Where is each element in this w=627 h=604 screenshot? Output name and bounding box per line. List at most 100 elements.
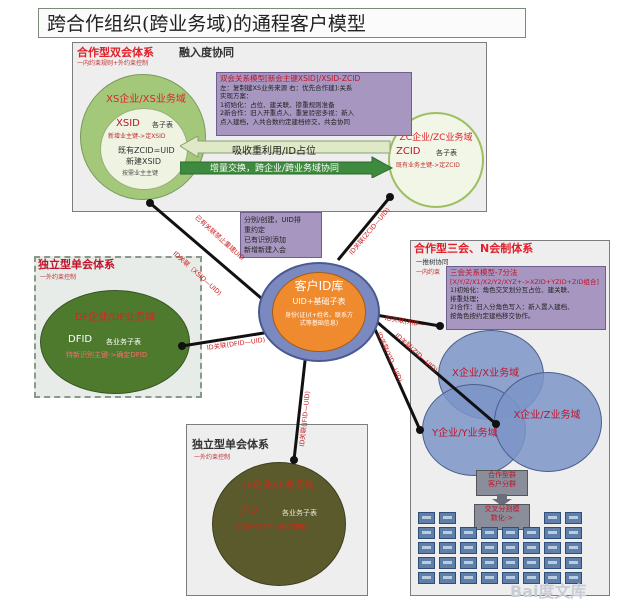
jf-id-desc: 各业务子表 bbox=[282, 509, 317, 517]
right-model-box: 三会关系模型-7分法 [X/Y/Z/X1/X2/Y2/XYZ+->XZID+YZ… bbox=[446, 266, 606, 330]
right-model-line: 排重处理； bbox=[450, 294, 483, 303]
bottom-panel-note: 一外约束控制 bbox=[194, 454, 231, 461]
server-icon bbox=[460, 557, 477, 569]
center-circle bbox=[272, 272, 366, 352]
server-icon bbox=[439, 557, 456, 569]
df-line1: 特新识别主键->确定DFID bbox=[66, 351, 148, 359]
middle-note-box: 分别/创建，UID排 重约定 已有识别添加 新增新建入会 bbox=[240, 212, 322, 258]
venn-x-label: X企业/X业务域 bbox=[452, 368, 520, 379]
arrow-top-label: 吸收重利用/ID占位 bbox=[232, 146, 317, 157]
server-icon bbox=[523, 557, 540, 569]
server-icon bbox=[544, 572, 561, 584]
server-icon bbox=[460, 527, 477, 539]
middle-note-line: 重约定 bbox=[244, 226, 265, 234]
server-grid bbox=[418, 510, 588, 592]
server-icon bbox=[418, 512, 435, 524]
right-model-line: [X/Y/Z/X1/X2/Y2/XYZ+->XZID+YZID+ZID组合] bbox=[450, 277, 599, 286]
xs-line2: 既有ZCID=UID bbox=[118, 146, 175, 155]
venn-y-label: Y企业/Y业务域 bbox=[432, 428, 498, 439]
zc-circle-title: ZC企业/ZC业务域 bbox=[399, 133, 473, 143]
right-model-line: 按角色按约定建档移交协作。 bbox=[450, 311, 535, 320]
jf-id-label: JFID bbox=[240, 506, 258, 516]
jf-circle-title: JF企业/JF业务域 bbox=[243, 480, 315, 491]
server-icon bbox=[460, 572, 477, 584]
server-icon bbox=[418, 557, 435, 569]
xs-circle-title: XS企业/XS业务域 bbox=[106, 94, 186, 105]
right-panel-note1: 一推树协同 bbox=[416, 258, 449, 266]
middle-note-line: 已有识别添加 bbox=[244, 236, 286, 244]
top-panel-subtitle: 融入度协同 bbox=[179, 46, 234, 59]
right-panel-note2: 一内约束 bbox=[416, 269, 441, 276]
center-title: 客户ID库 bbox=[294, 279, 344, 293]
xs-id-label: XSID bbox=[116, 118, 140, 129]
top-model-box: 双会关系模型[新会主键XSID]/XSID-ZCID 左：复制建XS业务来源 右… bbox=[216, 72, 412, 136]
zc-line1: 既有业务主键->定ZCID bbox=[396, 162, 460, 169]
df-circle bbox=[40, 290, 190, 394]
top-model-line: 实现方案： bbox=[220, 92, 253, 100]
right-panel-title: 合作型三会、N会制体系 bbox=[414, 242, 534, 255]
jf-circle bbox=[212, 462, 346, 586]
server-icon bbox=[565, 557, 582, 569]
right-model-line: 2)合作：旧入分角色写入：新入置入建档、 bbox=[450, 303, 574, 311]
server-icon bbox=[439, 527, 456, 539]
df-id-desc: 各业务子表 bbox=[106, 338, 141, 346]
server-icon bbox=[481, 572, 498, 584]
center-subtitle: UID+基础子表 bbox=[292, 297, 346, 306]
server-icon bbox=[481, 542, 498, 554]
venn-z-circle bbox=[494, 372, 602, 472]
left-panel-note: 一外约束控制 bbox=[40, 274, 77, 281]
zc-id-label: ZCID bbox=[396, 146, 421, 157]
left-panel-title: 独立型单会体系 bbox=[38, 258, 115, 271]
server-icon bbox=[502, 572, 519, 584]
middle-note-line: 分别/创建，UID排 bbox=[244, 216, 301, 224]
cross-box-line: 数化-> bbox=[490, 514, 514, 522]
arrow-bottom-label: 增量交换，跨企业/跨业务域协同 bbox=[210, 164, 340, 174]
xs-id-desc: 各子表 bbox=[152, 121, 173, 129]
server-icon bbox=[565, 527, 582, 539]
server-icon bbox=[439, 542, 456, 554]
zc-id-desc: 各子表 bbox=[436, 149, 457, 157]
watermark: Bai度文库 bbox=[510, 582, 587, 601]
server-icon bbox=[502, 557, 519, 569]
customer-box: 合作型群 客户分群 bbox=[476, 470, 528, 496]
df-circle-title: DF企业/DF业务域 bbox=[74, 312, 156, 323]
server-icon bbox=[439, 512, 456, 524]
down-arrow-1 bbox=[492, 494, 512, 506]
top-model-header: 双会关系模型[新会主键XSID]/XSID-ZCID bbox=[220, 74, 361, 83]
server-icon bbox=[481, 557, 498, 569]
server-icon bbox=[544, 557, 561, 569]
top-arrows bbox=[180, 136, 394, 178]
server-icon bbox=[481, 527, 498, 539]
server-icon bbox=[565, 572, 582, 584]
top-panel-note: 一内约束规则+外约束控制 bbox=[77, 60, 149, 67]
top-model-line: 点入建档，入共合数约定建档修交，共会协同 bbox=[220, 117, 350, 126]
server-icon bbox=[502, 527, 519, 539]
venn-z-label: X企业/Z业务域 bbox=[513, 410, 581, 421]
page-title: 跨合作组织(跨业务域)的通程客户模型 bbox=[38, 8, 526, 38]
top-panel-title: 合作型双会体系 bbox=[77, 46, 154, 59]
xs-line3: 新建XSID bbox=[126, 157, 162, 166]
server-icon bbox=[418, 542, 435, 554]
cross-box-line: 交叉分割模 bbox=[484, 505, 520, 513]
server-icon bbox=[439, 572, 456, 584]
server-icon bbox=[418, 572, 435, 584]
server-icon bbox=[418, 527, 435, 539]
server-icon bbox=[544, 542, 561, 554]
server-icon bbox=[460, 542, 477, 554]
customer-box-line: 合作型群 bbox=[488, 471, 516, 479]
df-id-label: DFID bbox=[68, 334, 93, 345]
server-icon bbox=[565, 512, 582, 524]
xs-line4: 按需业主主键 bbox=[122, 170, 159, 177]
xs-line1: 新增业主键->定XSID bbox=[108, 133, 166, 140]
server-icon bbox=[523, 572, 540, 584]
server-icon bbox=[523, 527, 540, 539]
middle-note-line: 新增新建入会 bbox=[244, 246, 286, 254]
server-icon bbox=[502, 542, 519, 554]
right-model-header: 三会关系模型-7分法 bbox=[450, 268, 518, 277]
top-model-line: 1初始化：占位、建关联、掺重规则准备 bbox=[220, 100, 335, 109]
server-icon bbox=[523, 542, 540, 554]
right-model-line: 1)初始化：角色交叉划分互占位、建关联、 bbox=[450, 286, 574, 294]
top-model-line: 左：复制建XS业务来源 右：优先合作建]:关系 bbox=[220, 83, 353, 92]
bottom-panel-title: 独立型单会体系 bbox=[192, 438, 269, 451]
center-note: 身份(证)/(+姓名、联系方式等基础信息) bbox=[284, 312, 354, 327]
